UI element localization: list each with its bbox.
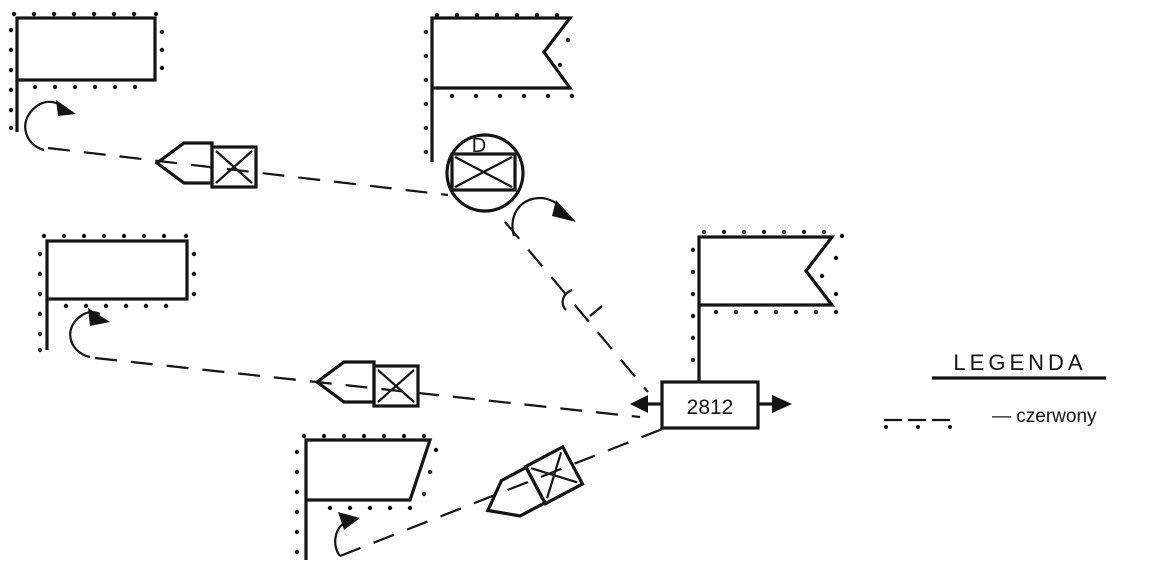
vehicle-symbol-top <box>154 141 258 189</box>
legend-swatch-line <box>884 418 954 429</box>
legend-title: LEGENDA <box>953 350 1086 375</box>
unit-marker-circle: D <box>445 133 525 213</box>
unit-marker-letter: D <box>472 135 486 157</box>
link-line-mid-left-to-hq <box>94 356 641 419</box>
flag-dots <box>690 229 845 363</box>
vehicle-symbol-bottom <box>485 444 585 518</box>
curved-arrow-bottom <box>334 512 360 557</box>
vehicle-symbol-middle <box>314 360 420 408</box>
hq-box-label: 2812 <box>687 396 734 419</box>
flag-bottom <box>294 433 439 560</box>
flag-right <box>690 229 845 382</box>
flag-dots <box>37 233 197 353</box>
link-line-top-left-to-circle <box>47 146 449 197</box>
flag-top-left <box>8 11 165 132</box>
flag-mid-left <box>37 233 197 353</box>
link-line-bottom-to-hq <box>339 426 666 558</box>
flag-dots <box>423 12 575 155</box>
curved-arrow-mid-left <box>69 308 110 359</box>
curved-arrow-top-left <box>24 100 76 152</box>
legend-entry-label: — czerwony <box>992 406 1097 427</box>
flag-top-middle <box>423 12 575 162</box>
link-line-circle-to-hq <box>504 221 649 393</box>
link-lines <box>47 146 666 558</box>
curved-arrow-circle <box>511 196 576 237</box>
flag-dots <box>8 11 165 131</box>
arrow-left-of-hq <box>630 395 662 413</box>
obstacle-mark <box>561 288 603 317</box>
hq-box: 2812 <box>660 380 760 430</box>
arrow-right-of-hq <box>758 395 792 413</box>
flag-dots <box>294 433 439 555</box>
legend: LEGENDA — czerwony <box>884 350 1106 429</box>
